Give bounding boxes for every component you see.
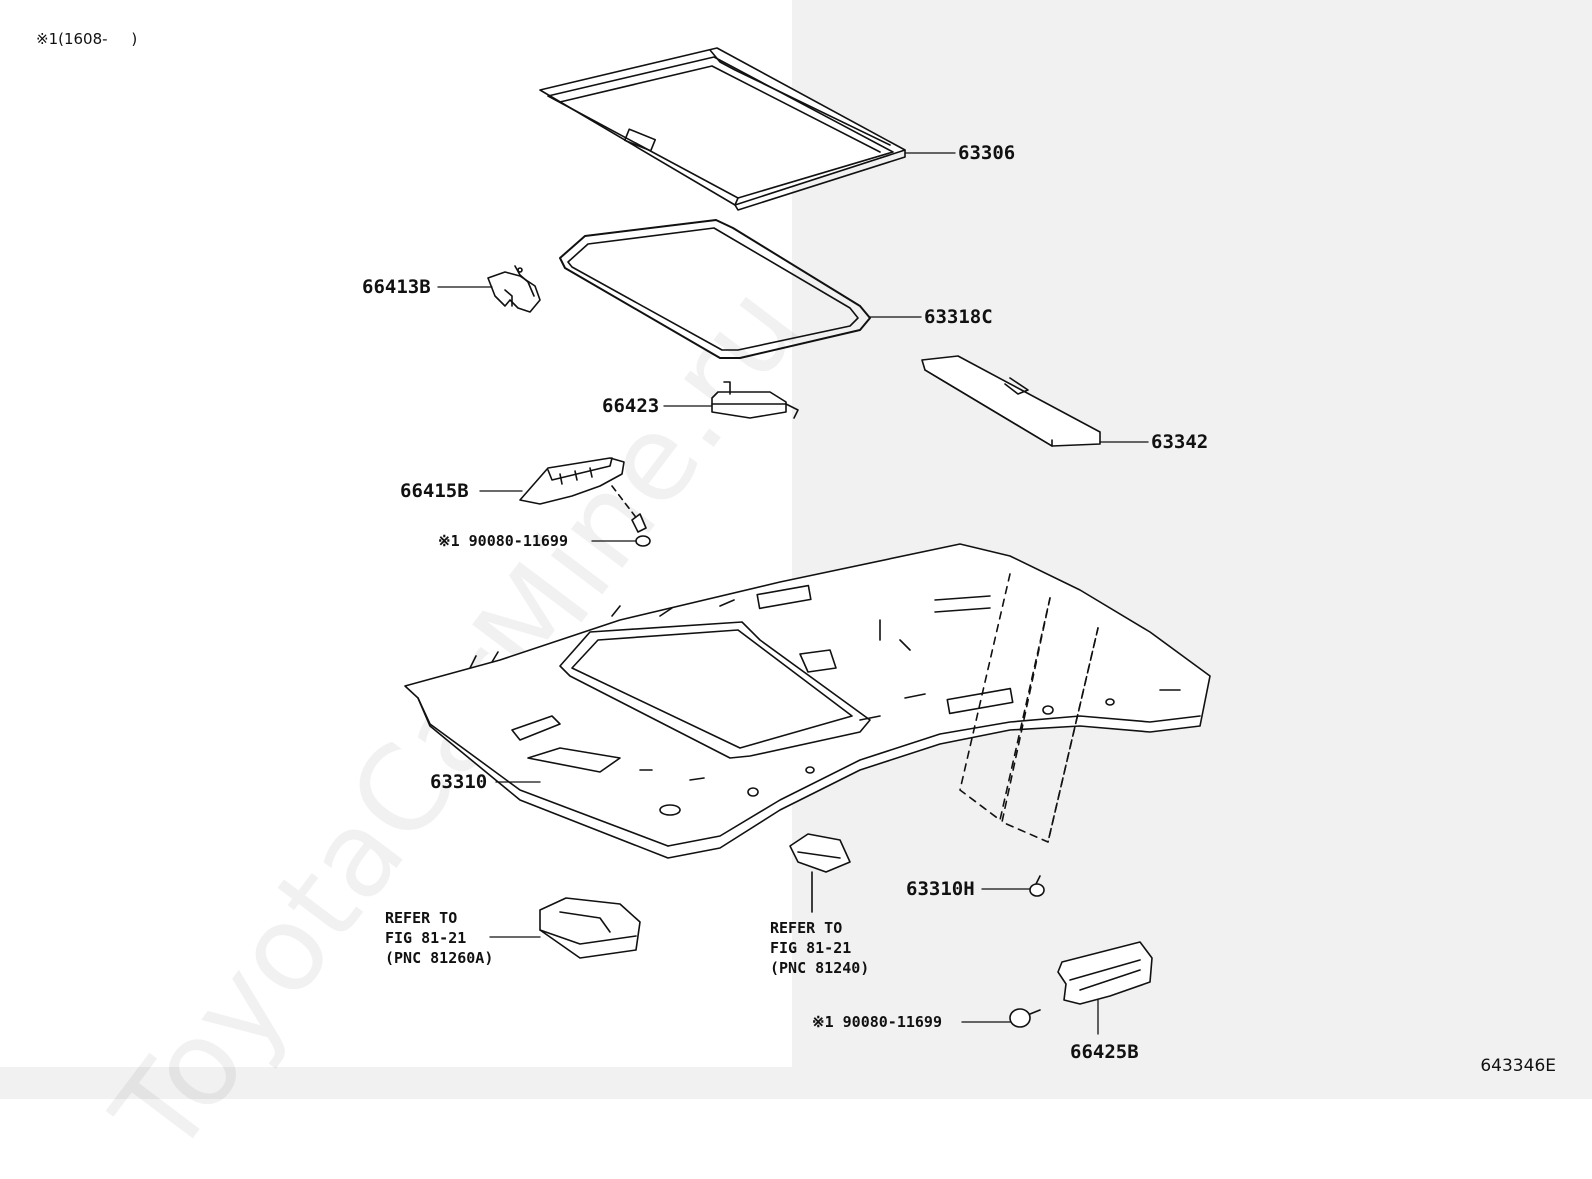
part-63306-sunshade xyxy=(539,47,906,211)
label-66425B: 66425B xyxy=(1070,1041,1139,1063)
part-63318C-seal xyxy=(559,219,871,359)
part-screw-1 xyxy=(611,485,651,547)
part-66423-clip xyxy=(711,381,799,419)
part-66425B-cover xyxy=(1057,941,1153,1005)
label-63310H: 63310H xyxy=(906,878,975,900)
part-63342-pad xyxy=(921,355,1101,447)
part-63310H-clip xyxy=(1029,875,1045,897)
label-63310: 63310 xyxy=(430,771,488,793)
part-screw-2 xyxy=(1009,1008,1041,1028)
parts-diagram xyxy=(404,47,1211,1035)
part-66413B-bracket xyxy=(487,265,541,313)
label-66415B: 66415B xyxy=(400,480,469,502)
label-63306: 63306 xyxy=(958,142,1016,164)
reference-note-81260A: REFER TO FIG 81-21 (PNC 81260A) xyxy=(385,909,494,967)
label-screw-1: ※1 90080-11699 xyxy=(438,532,568,550)
label-66413B: 66413B xyxy=(362,276,431,298)
part-63310-headliner xyxy=(404,543,1211,859)
bottom-strip xyxy=(0,1067,1592,1099)
part-lamp-81240 xyxy=(789,833,851,913)
figure-code: 643346E xyxy=(1480,1056,1556,1076)
header-note: ※1(1608- ) xyxy=(36,30,138,48)
reference-note-81240: REFER TO FIG 81-21 (PNC 81240) xyxy=(770,919,870,977)
right-background-panel xyxy=(792,0,1592,1099)
label-screw-2: ※1 90080-11699 xyxy=(812,1013,942,1031)
leader-lines xyxy=(437,152,1149,1035)
label-63342: 63342 xyxy=(1151,431,1209,453)
part-66415B-bracket xyxy=(519,457,625,505)
part-lamp-81260A xyxy=(539,897,641,959)
label-63318C: 63318C xyxy=(924,306,993,328)
label-66423: 66423 xyxy=(602,395,660,417)
